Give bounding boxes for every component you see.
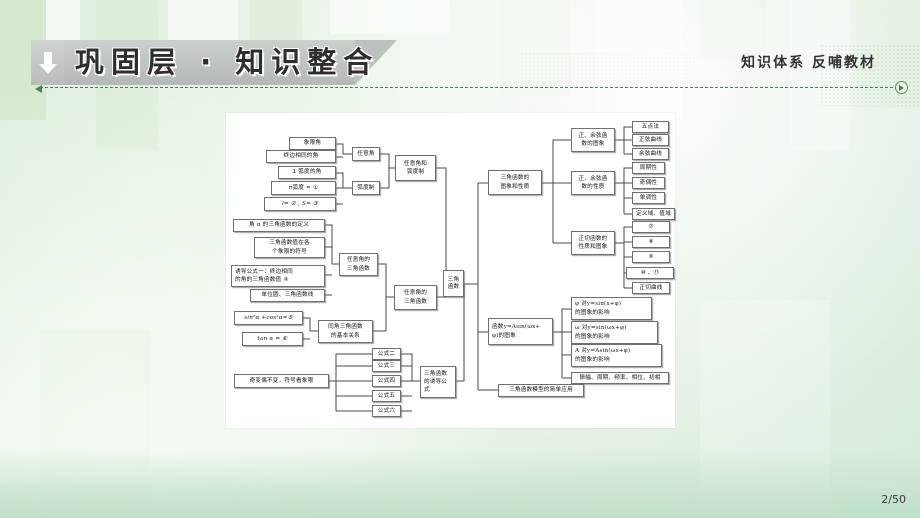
node-periodicity[interactable]: 周期性 xyxy=(632,162,665,174)
node-any-angle-and-radian[interactable]: 任意角和 弧度制 xyxy=(395,155,436,181)
node-graph-and-properties[interactable]: 三角函数的 图象和性质 xyxy=(488,170,542,195)
node-formula-four[interactable]: 公式四 xyxy=(372,375,401,387)
mindmap-connectors xyxy=(226,113,675,428)
node-tangent-curve[interactable]: 正切曲线 xyxy=(632,282,670,294)
node-five-elements[interactable]: 振幅、周期、频率、相位、初相 xyxy=(571,372,669,384)
node-quadrant-angle[interactable]: 象限角 xyxy=(289,137,336,150)
node-pythagorean-identity[interactable]: sin²α +cos²α=⑤ xyxy=(234,311,303,325)
node-sign-in-quadrants[interactable]: 三角函数值在各 个象限的符号 xyxy=(254,237,325,258)
play-circle-icon xyxy=(895,81,908,94)
node-formula-six[interactable]: 公式六 xyxy=(372,405,401,417)
slide-header: 巩固层 · 知识整合 知识体系 反哺教材 xyxy=(0,0,920,100)
node-formula-five[interactable]: 公式五 xyxy=(372,390,401,402)
node-sine-curve[interactable]: 正弦曲线 xyxy=(632,134,669,146)
node-induction-formula-one[interactable]: 诱导公式一：终边相同 的角的三角函数值 ④ xyxy=(231,265,325,287)
node-basic-relations-same-angle[interactable]: 同角三角函数 的基本关系 xyxy=(318,320,373,343)
header-divider xyxy=(35,84,898,93)
node-five-point-method[interactable]: 五点法 xyxy=(632,121,669,133)
node-blank-7[interactable]: ⑦ xyxy=(632,221,670,233)
node-sine-cosine-graphs[interactable]: 正、余弦函 数的图象 xyxy=(571,128,615,152)
page-title: 巩固层 · 知识整合 xyxy=(75,45,380,79)
header-banner xyxy=(55,40,355,85)
node-unit-circle-trig-lines[interactable]: 单位圆、三角函数线 xyxy=(250,289,325,302)
node-omega-effect[interactable]: ω 对y=sin(ωx+φ) 的图象的影响 xyxy=(571,321,658,344)
node-radian-system[interactable]: 弧度制 xyxy=(352,181,380,195)
header-subtitle: 知识体系 反哺教材 xyxy=(741,55,876,71)
node-formula-three[interactable]: 公式三 xyxy=(372,360,401,372)
node-parity[interactable]: 奇偶性 xyxy=(632,177,665,189)
node-function-asin[interactable]: 函数y=Asin(ωx+ φ)的图象 xyxy=(488,318,553,345)
node-domain-range[interactable]: 定义域、值域 xyxy=(632,208,675,220)
node-sine-cosine-properties[interactable]: 正、余弦函 数的性质 xyxy=(571,171,615,195)
node-blank-8[interactable]: ⑧ xyxy=(632,236,670,248)
node-simple-applications[interactable]: 三角函数模型的简单应用 xyxy=(498,384,584,397)
background-bottom-band xyxy=(0,448,920,518)
root-label: 三角函数 xyxy=(447,276,460,290)
page-number: 2/50 xyxy=(881,493,906,506)
node-cosine-curve[interactable]: 余弦曲线 xyxy=(632,148,669,160)
node-phi-effect[interactable]: φ 对y=sin(x+φ) 的图象的影响 xyxy=(571,297,652,320)
node-root-trigonometric-functions[interactable]: 三角函数 xyxy=(443,270,464,297)
node-blank-9[interactable]: ⑨ xyxy=(632,251,670,263)
down-arrow-icon xyxy=(31,40,64,85)
node-pi-radian[interactable]: π弧度 = ① xyxy=(271,181,336,195)
node-one-radian-angle[interactable]: 1 弧度的角 xyxy=(278,166,336,179)
node-arc-length-area[interactable]: l= ② , S= ③ xyxy=(264,197,336,211)
header-banner-taper xyxy=(355,40,397,85)
node-blank-10-11[interactable]: ⑩ 、⑪ xyxy=(626,267,674,279)
node-trig-of-any-angle[interactable]: 任意角的 三角函数 xyxy=(394,285,437,310)
node-amplitude-effect[interactable]: A 对y=Asin(ωx+φ) 的图象的影响 xyxy=(571,344,662,367)
node-tangent-identity[interactable]: tan α = ⑥ xyxy=(242,332,303,346)
node-coterminal-angle[interactable]: 终边相同的角 xyxy=(266,150,336,163)
node-tangent-properties-graph[interactable]: 正切函数的 性质和图象 xyxy=(571,231,615,255)
node-mnemonic[interactable]: 奇变偶不变，符号看象限 xyxy=(234,374,329,388)
node-formula-two[interactable]: 公式二 xyxy=(372,348,401,360)
mindmap-panel: 象限角 终边相同的角 任意角 1 弧度的角 π弧度 = ① l= ② , S= … xyxy=(226,113,675,428)
node-definition-of-trig-of-angle-alpha[interactable]: 角 α 的三角函数的定义 xyxy=(233,219,325,232)
node-induction-formulas[interactable]: 三角函数 的诱导公 式 xyxy=(420,366,456,398)
node-any-angle[interactable]: 任意角 xyxy=(352,147,380,161)
node-monotonicity[interactable]: 单调性 xyxy=(632,192,665,204)
node-trig-of-any-angle-sub[interactable]: 任意角的 三角函数 xyxy=(339,253,378,276)
